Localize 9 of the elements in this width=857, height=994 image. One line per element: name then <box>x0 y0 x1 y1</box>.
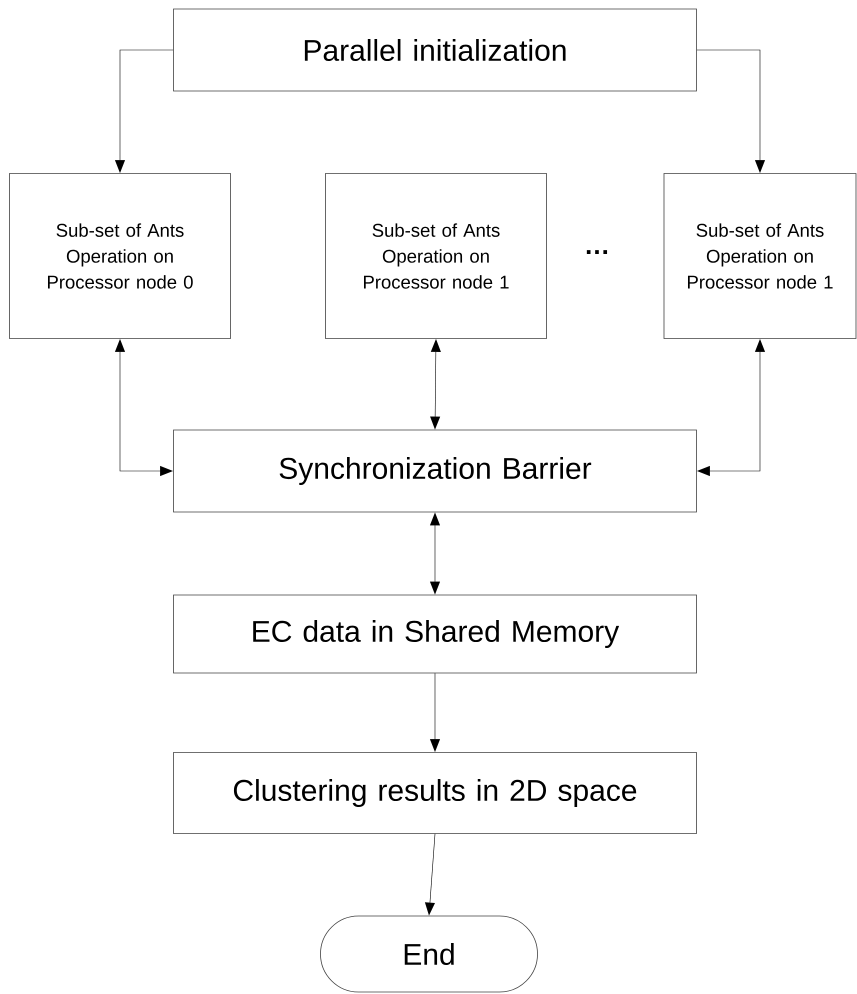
process-box: Sub-set of Ants Operation on Processor node 1 <box>325 173 547 339</box>
terminator: End <box>320 916 538 992</box>
process-box: Sub-set of Ants Operation on Processor node 1 <box>664 173 856 339</box>
process-box: Synchronization Barrier <box>173 430 697 512</box>
process-box: Clustering results in 2D space <box>173 752 697 834</box>
ellipsis: … <box>586 250 608 254</box>
process-box: EC data in Shared Memory <box>173 594 697 674</box>
process-box: Parallel initialization <box>173 8 697 92</box>
process-box: Sub-set of Ants Operation on Processor node 0 <box>9 173 231 339</box>
